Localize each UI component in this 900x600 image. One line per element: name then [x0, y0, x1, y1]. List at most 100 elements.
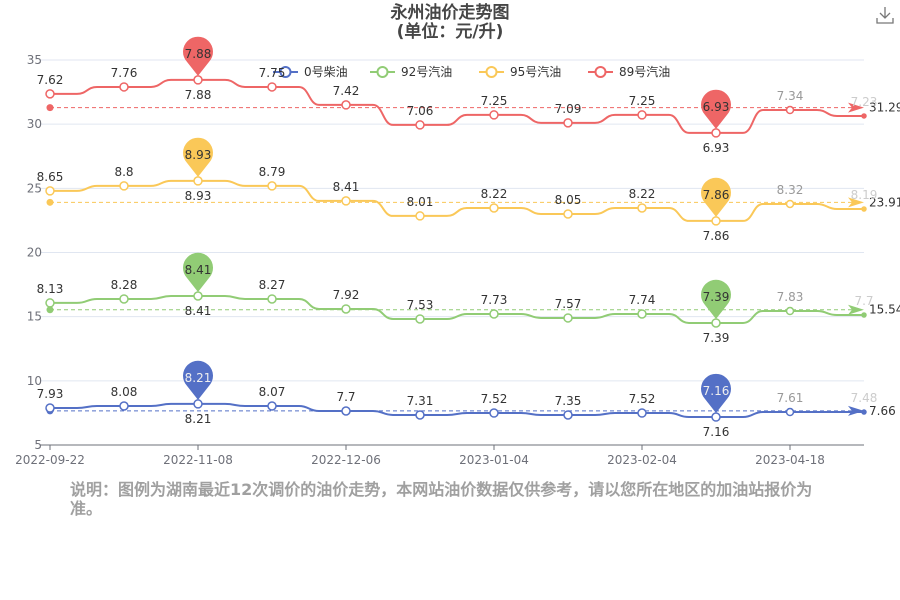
y-tick-label: 20 [27, 246, 42, 260]
download-icon[interactable] [876, 6, 894, 28]
data-point [415, 120, 425, 130]
data-point [489, 203, 499, 213]
max-pin-icon [183, 360, 214, 400]
data-label: 7.39 [703, 331, 730, 345]
max-pin-icon [183, 137, 214, 177]
data-point [267, 401, 277, 411]
data-point [711, 318, 721, 328]
data-point [267, 82, 277, 92]
legend-marker [376, 66, 389, 78]
data-point [785, 407, 795, 417]
data-label: 7.23 [851, 95, 878, 109]
data-label: 7.88 [185, 88, 212, 102]
data-label: 8.01 [407, 195, 434, 209]
title-line1: 永州油价走势图 [390, 3, 510, 23]
legend-label-3[interactable]: 89号汽油 [619, 64, 670, 79]
legend-label-1[interactable]: 92号汽油 [401, 64, 452, 79]
x-tick-label: 2023-01-04 [459, 453, 529, 467]
average-label: 23.91 [869, 195, 900, 209]
data-point [711, 412, 721, 422]
data-label: 7.74 [629, 293, 656, 307]
data-label: 7.42 [333, 84, 360, 98]
max-pin-icon [183, 36, 214, 76]
y-tick-label: 5 [34, 438, 42, 452]
series-line-2 [50, 179, 864, 222]
average-label: 7.66 [869, 404, 896, 418]
data-point [119, 82, 129, 92]
data-point [119, 181, 129, 191]
data-label: 7.7 [336, 390, 355, 404]
data-label: 7.06 [407, 104, 434, 118]
data-point [637, 110, 647, 120]
x-tick-label: 2023-02-04 [607, 453, 677, 467]
data-point [267, 294, 277, 304]
x-tick-label: 2023-04-18 [755, 453, 825, 467]
data-point [45, 186, 55, 196]
arrow-icon [848, 405, 864, 416]
data-label: 8.8 [114, 165, 133, 179]
min-label: 7.86 [703, 188, 730, 202]
legend-label-2[interactable]: 95号汽油 [510, 64, 561, 79]
data-point [785, 199, 795, 209]
data-point [861, 409, 867, 415]
data-label: 7.16 [703, 425, 730, 439]
data-label: 8.79 [259, 165, 286, 179]
data-label: 7.34 [777, 89, 804, 103]
series-line-0 [50, 402, 864, 419]
data-label: 7.75 [259, 66, 286, 80]
data-label: 7.92 [333, 288, 360, 302]
data-label: 8.22 [629, 187, 656, 201]
data-point [489, 110, 499, 120]
data-point [341, 100, 351, 110]
data-point [637, 309, 647, 319]
data-label: 7.76 [111, 66, 138, 80]
min-label: 7.16 [703, 384, 730, 398]
data-point [45, 298, 55, 308]
legend-marker [279, 66, 292, 78]
data-label: 7.35 [555, 394, 582, 408]
max-label: 8.21 [185, 371, 212, 385]
series-line-1 [50, 295, 864, 324]
data-label: 6.93 [703, 141, 730, 155]
footnote: 说明：图例为湖南最近12次调价的油价走势，本网站油价数据仅供参考，请以您所在地区… [70, 480, 813, 518]
y-tick-label: 25 [27, 181, 42, 195]
data-label: 7.31 [407, 394, 434, 408]
data-label: 7.73 [481, 293, 508, 307]
arrow-icon [848, 102, 864, 113]
data-label: 8.41 [185, 304, 212, 318]
data-point [489, 408, 499, 418]
min-label: 7.39 [703, 290, 730, 304]
data-point [415, 211, 425, 221]
legend-label-0[interactable]: 0号柴油 [304, 65, 348, 79]
title-line2: (单位：元/升) [396, 22, 504, 42]
data-point [341, 304, 351, 314]
data-label: 8.93 [185, 189, 212, 203]
data-label: 8.21 [185, 412, 212, 426]
data-label: 7.57 [555, 297, 582, 311]
data-point [193, 399, 203, 409]
max-pin-icon [183, 252, 214, 293]
data-point [415, 410, 425, 420]
max-label: 7.88 [185, 47, 212, 61]
data-point [341, 196, 351, 206]
data-point [711, 216, 721, 226]
data-label: 7.62 [37, 73, 64, 87]
data-point [563, 118, 573, 128]
data-label: 8.13 [37, 282, 64, 296]
data-point [45, 89, 55, 99]
data-point [267, 181, 277, 191]
min-label: 6.93 [703, 100, 730, 114]
data-label: 7.52 [481, 392, 508, 406]
data-label: 7.7 [854, 294, 873, 308]
data-point [861, 113, 867, 119]
chart-title: 永州油价走势图 (单位：元/升) [0, 4, 900, 42]
data-label: 8.07 [259, 385, 286, 399]
max-label: 8.93 [185, 148, 212, 162]
arrow-icon [848, 304, 864, 315]
data-point [119, 401, 129, 411]
data-point [563, 313, 573, 323]
data-label: 7.52 [629, 392, 656, 406]
data-point [861, 206, 867, 212]
data-point [637, 408, 647, 418]
